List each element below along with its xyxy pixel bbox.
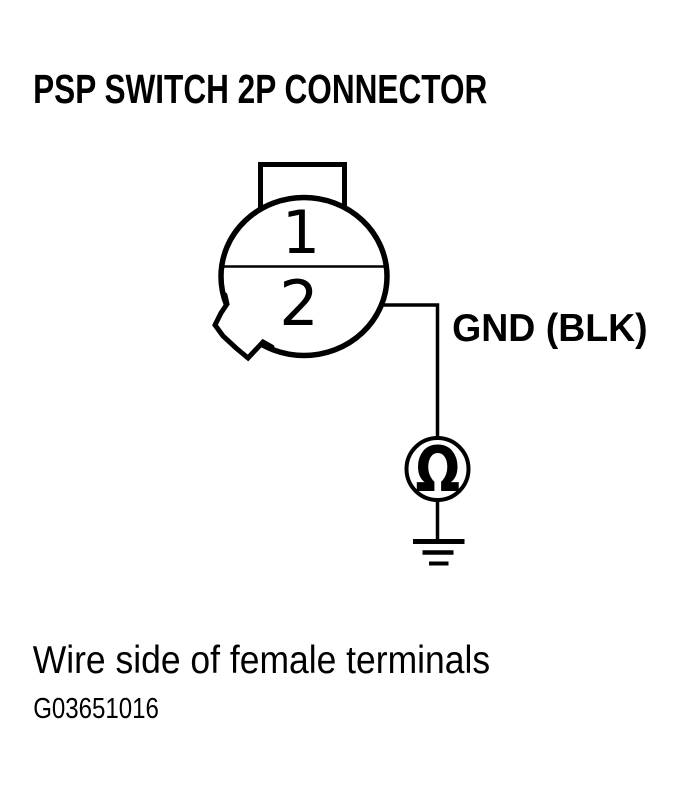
gnd-wire	[379, 303, 440, 437]
connector-notch-mask	[215, 295, 272, 358]
ground-icon	[413, 539, 465, 566]
connector-key-tab-icon	[258, 162, 347, 212]
diagram-title: PSP SWITCH 2P CONNECTOR	[33, 66, 487, 112]
connector-symbol: 1 2	[212, 162, 390, 362]
connector-notch-icon	[212, 292, 275, 362]
pin-2-label: 2	[279, 267, 318, 340]
figure-id: G03651016	[33, 692, 159, 725]
ohmmeter-icon: Ω	[404, 434, 471, 506]
connector-body	[218, 194, 390, 359]
ohm-symbol: Ω	[415, 434, 460, 506]
wire-label: GND (BLK)	[452, 306, 647, 350]
pin-1-label: 1	[282, 198, 320, 268]
caption: Wire side of female terminals	[33, 637, 490, 681]
